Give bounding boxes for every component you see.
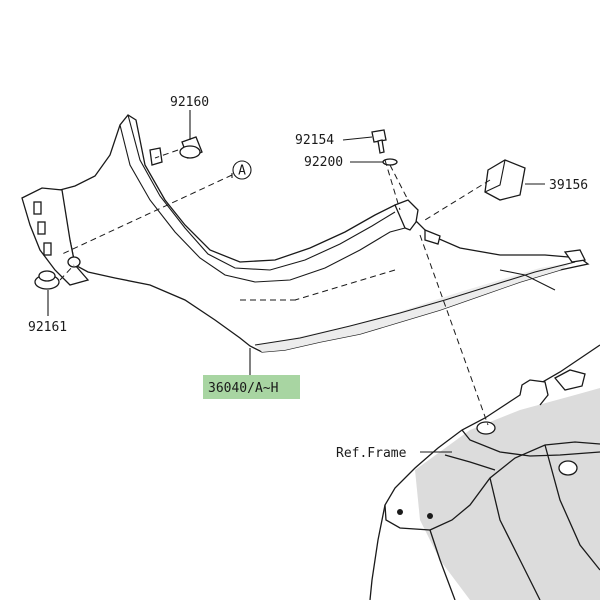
grommet-92161	[34, 270, 60, 290]
assembly-lines	[59, 149, 491, 426]
ref-frame-drawing	[369, 344, 600, 600]
callout-92200: 92200	[304, 155, 343, 170]
fairing-36040	[21, 114, 590, 353]
callout-36040-highlight	[203, 375, 300, 399]
grommet-92160	[179, 136, 203, 159]
ref-a-circle	[232, 160, 252, 180]
pad-39156	[484, 159, 526, 201]
frame-shadow	[415, 388, 600, 600]
bolt-92154	[371, 129, 387, 154]
callout-36040[interactable]: 36040/A~H	[208, 381, 278, 396]
leader-lines	[47, 110, 545, 453]
callout-39156: 39156	[549, 178, 588, 193]
ref-a-label: A	[238, 164, 246, 179]
callout-ref-frame: Ref.Frame	[336, 446, 407, 461]
callout-92160: 92160	[170, 95, 209, 110]
callout-92161: 92161	[28, 320, 67, 335]
callout-92154: 92154	[295, 133, 334, 148]
